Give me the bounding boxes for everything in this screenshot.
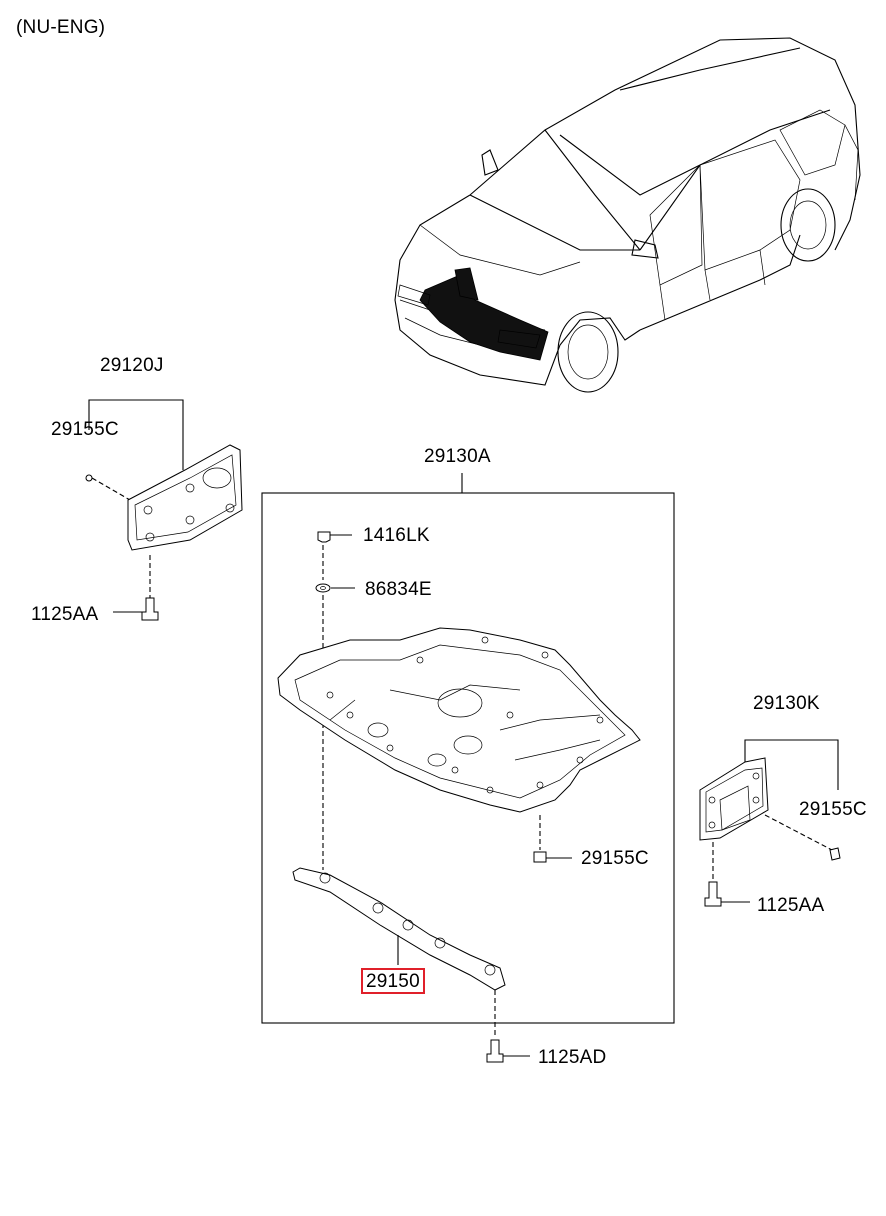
bracket-29120j xyxy=(85,399,243,621)
part-label-29120j: 29120J xyxy=(100,355,164,376)
part-label-clip-right: 29155C xyxy=(799,799,867,820)
part-label-bolt-center: 1125AD xyxy=(538,1047,607,1068)
screw-1416lk xyxy=(317,531,352,580)
clip-center xyxy=(533,851,572,863)
under-cover-panel xyxy=(277,627,641,850)
part-label-29130k: 29130K xyxy=(753,693,820,714)
nut-86834e xyxy=(315,583,355,870)
bolt-center xyxy=(486,1039,530,1063)
part-label-29130a: 29130A xyxy=(424,446,491,467)
engine-variant-label: (NU-ENG) xyxy=(16,17,106,38)
car-illustration xyxy=(394,37,861,393)
part-label-clip-left: 29155C xyxy=(51,419,119,440)
part-label-bolt-left: 1125AA xyxy=(31,604,99,625)
part-label-29150-highlighted[interactable]: 29150 xyxy=(361,968,425,994)
part-label-clip-center: 29155C xyxy=(581,848,649,869)
strip-29150 xyxy=(292,867,506,1038)
assembly-frame xyxy=(261,473,675,1024)
part-label-1416lk: 1416LK xyxy=(363,525,430,546)
bracket-29130k xyxy=(699,739,841,907)
part-label-bolt-right: 1125AA xyxy=(757,895,825,916)
part-label-86834e: 86834E xyxy=(365,579,432,600)
